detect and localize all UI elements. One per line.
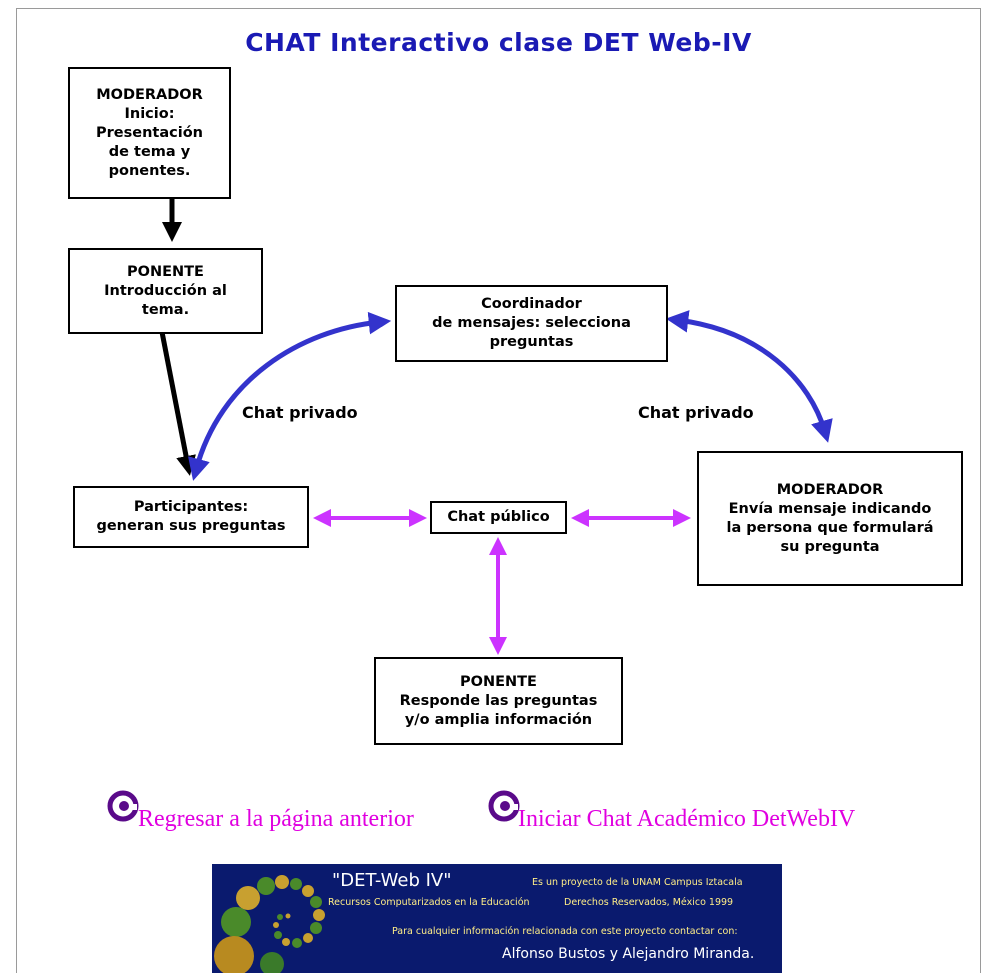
footer-banner: "DET-Web IV" Es un proyecto de la UNAM C… <box>212 864 782 973</box>
box-line: Envía mensaje indicando <box>728 500 932 517</box>
page-title: CHAT Interactivo clase DET Web-IV <box>245 28 752 57</box>
box-moderador-inicio: MODERADOR Inicio: Presentación de tema y… <box>68 67 231 199</box>
box-line: Participantes: <box>133 499 249 515</box>
banner-title: "DET-Web IV" <box>332 870 452 891</box>
box-line: MODERADOR <box>776 481 884 498</box>
box-line: Coordinador <box>481 296 582 312</box>
box-line: su pregunta <box>780 538 880 555</box>
frame-border-top <box>16 8 981 9</box>
label-chat-privado-left: Chat privado <box>242 403 358 422</box>
frame-border-left <box>16 8 17 973</box>
arrow-ponente-to-participantes <box>159 331 196 476</box>
at-icon <box>107 790 139 822</box>
box-line: Introducción al <box>104 282 227 299</box>
box-line: ponentes. <box>108 162 191 179</box>
box-chat-publico: Chat público <box>430 501 567 534</box>
banner-copyright: Derechos Reservados, México 1999 <box>564 897 734 908</box>
label-chat-privado-right: Chat privado <box>638 403 754 422</box>
box-coordinador: Coordinador de mensajes: selecciona preg… <box>395 285 668 362</box>
frame-border-right <box>980 8 981 973</box>
box-line: preguntas <box>489 334 574 350</box>
box-moderador-envia: MODERADOR Envía mensaje indicando la per… <box>697 451 963 586</box>
box-line: tema. <box>141 301 190 318</box>
box-line: y/o amplia información <box>404 711 593 728</box>
box-line: Presentación <box>96 124 203 141</box>
box-line: Chat público <box>447 509 550 525</box>
box-line: la persona que formulará <box>726 519 934 536</box>
back-link[interactable]: Regresar a la página anterior <box>138 806 414 832</box>
box-line: de mensajes: selecciona <box>432 315 631 331</box>
arrow-private-left <box>188 311 392 481</box>
box-line: MODERADOR <box>96 86 203 103</box>
banner-contact-names: Alfonso Bustos y Alejandro Miranda. <box>502 946 755 962</box>
box-line: Responde las preguntas <box>399 692 598 709</box>
box-line: de tema y <box>108 143 191 160</box>
arrow-private-right <box>665 310 833 443</box>
box-line: PONENTE <box>460 673 537 690</box>
box-ponente-intro: PONENTE Introducción al tema. <box>68 248 263 334</box>
box-line: generan sus preguntas <box>96 518 286 534</box>
box-participantes: Participantes: generan sus preguntas <box>73 486 309 548</box>
banner-subtitle: Es un proyecto de la UNAM Campus Iztacal… <box>532 877 743 888</box>
spiral-balls-logo <box>214 875 325 973</box>
box-line: PONENTE <box>127 263 204 280</box>
at-icon <box>488 790 520 822</box>
box-line: Inicio: <box>124 105 175 122</box>
box-ponente-responde: PONENTE Responde las preguntas y/o ampli… <box>374 657 623 745</box>
banner-contact-text: Para cualquier información relacionada c… <box>392 926 738 937</box>
start-chat-link[interactable]: Iniciar Chat Académico DetWebIV <box>518 806 856 832</box>
banner-subtitle: Recursos Computarizados en la Educación <box>328 897 530 908</box>
